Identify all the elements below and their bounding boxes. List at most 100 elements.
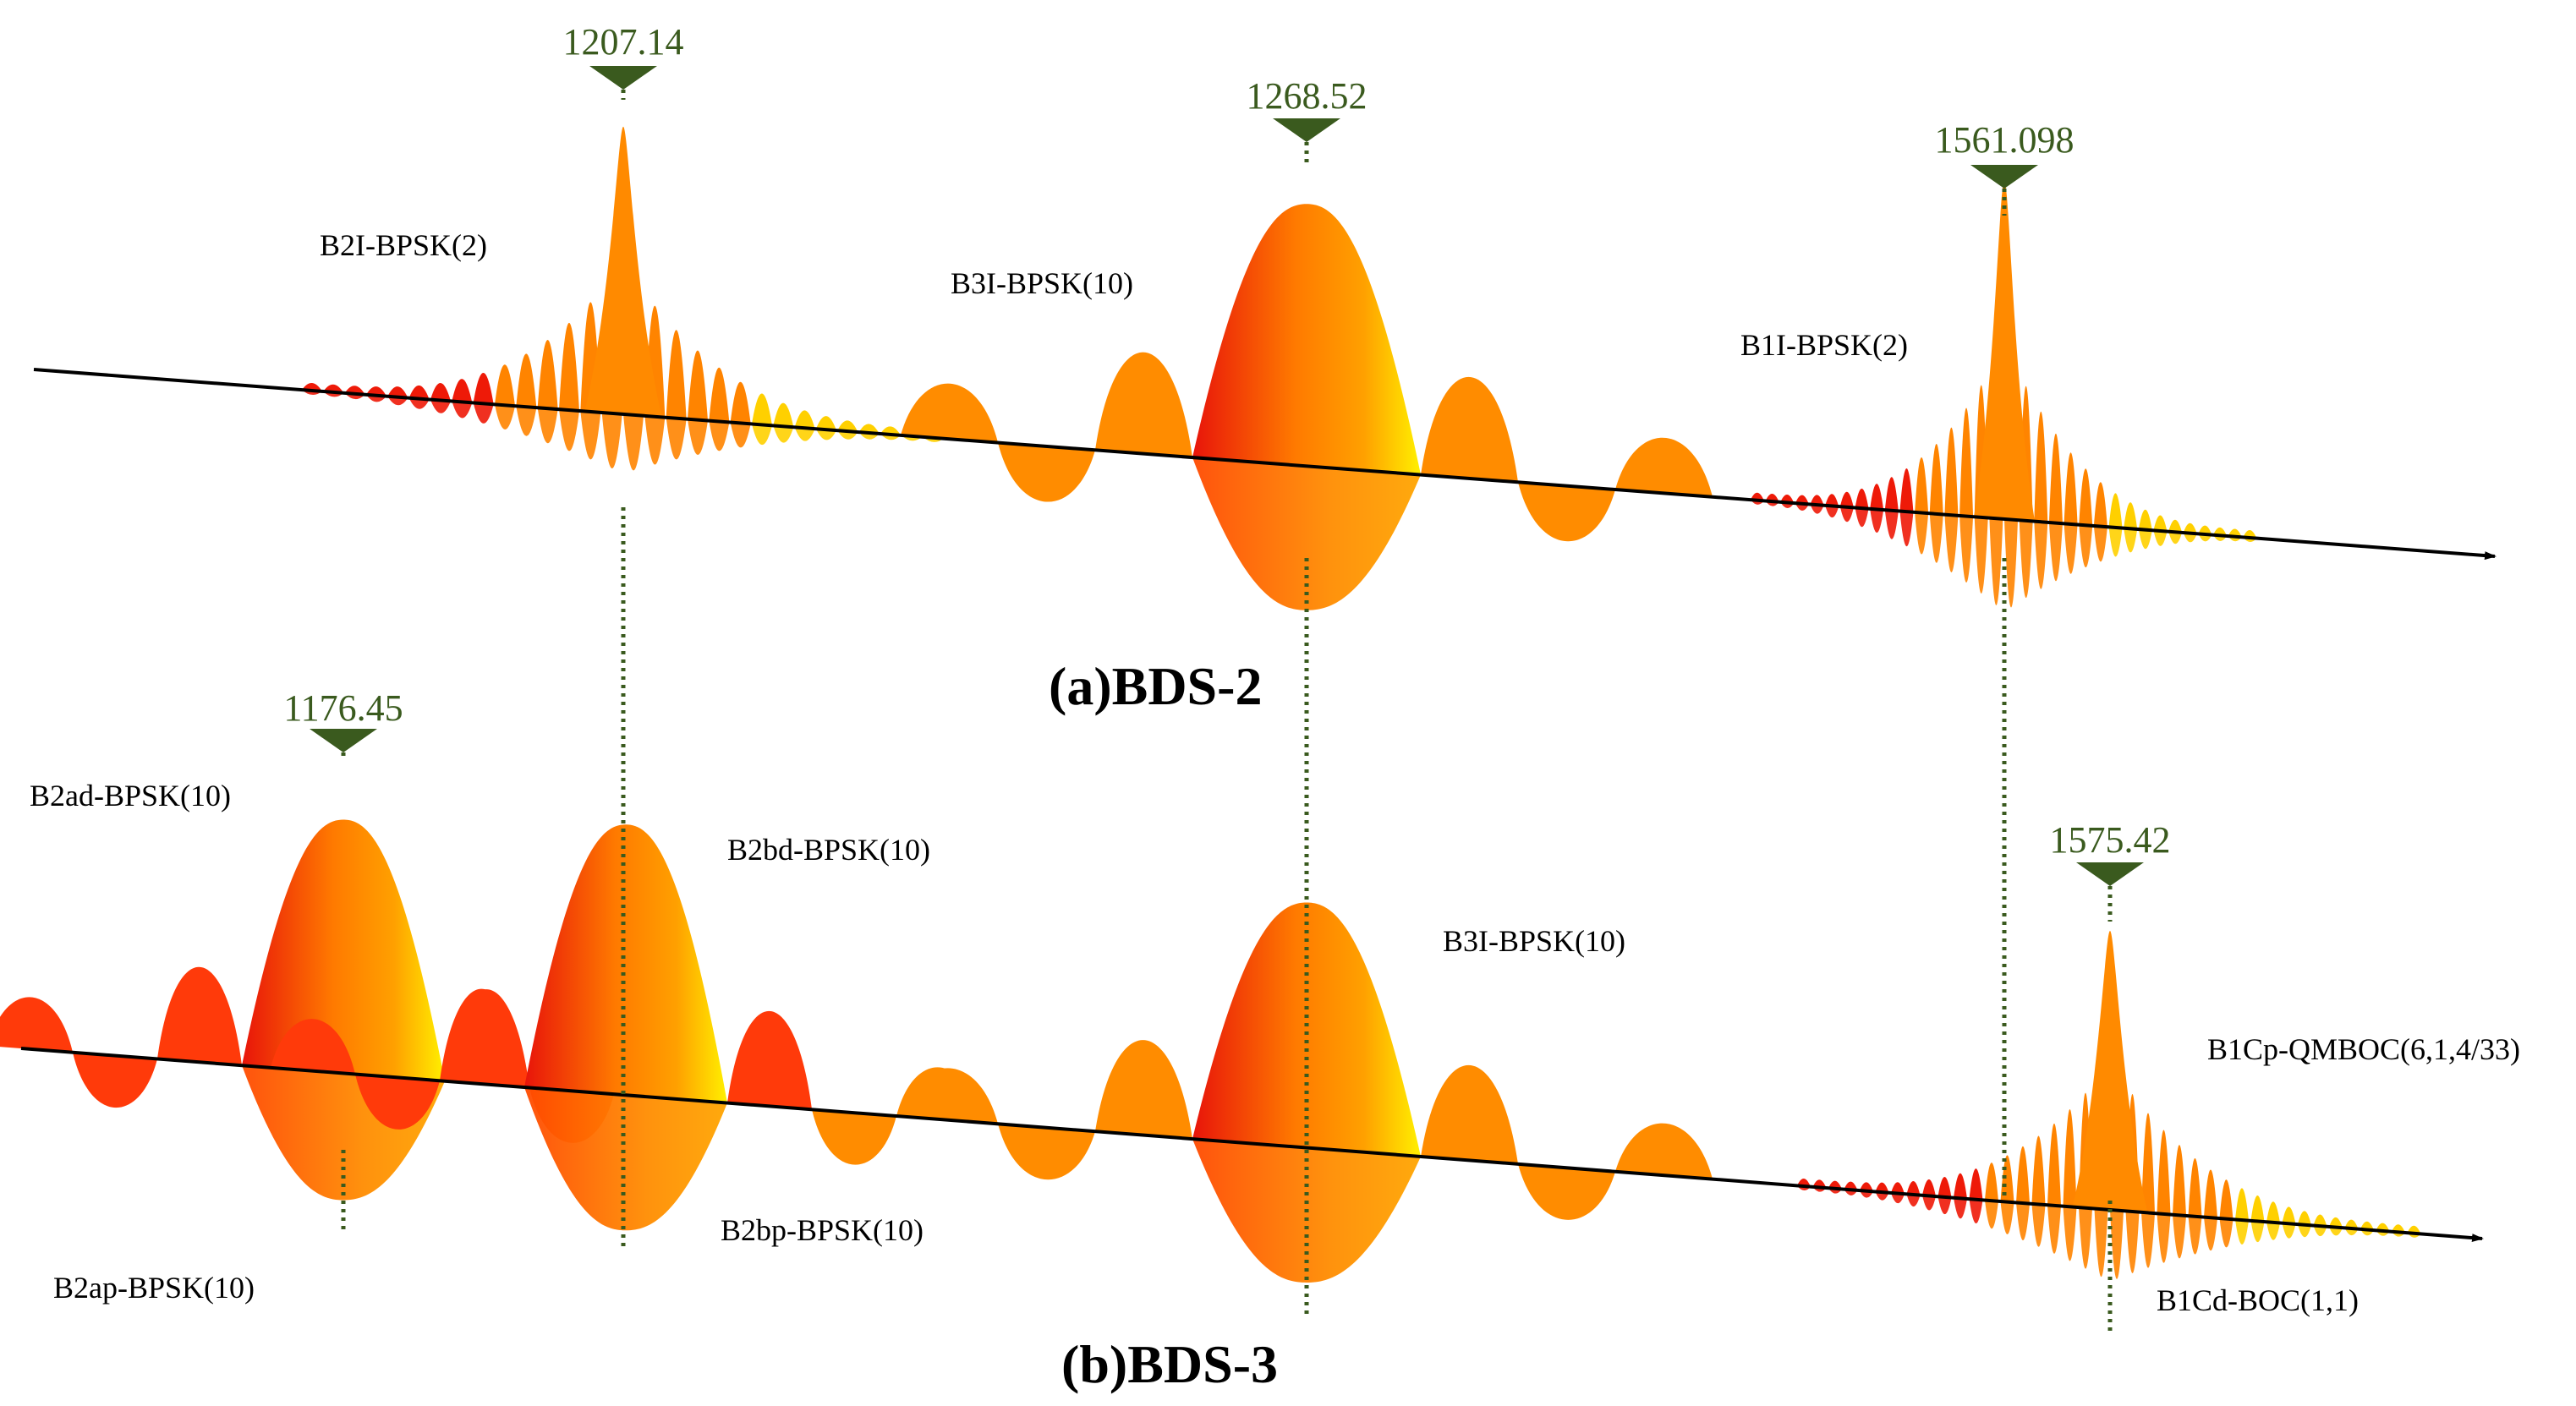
panel-bds3	[0, 819, 2484, 1283]
caption-bds3: (b)BDS-3	[1061, 1334, 1278, 1394]
b1c-comb-tooth	[2298, 1211, 2311, 1226]
b1i-comb-tooth	[2079, 468, 2093, 526]
alignment-guides	[341, 507, 2113, 1336]
b1i-peak	[1974, 180, 2035, 522]
b1i-comb-tooth	[2138, 509, 2152, 531]
frequency-axis-a	[33, 368, 2497, 561]
b1i-comb-tooth	[2093, 482, 2107, 528]
b1c-comb-tooth-reflection	[2125, 1211, 2140, 1273]
b1c-comb-tooth	[1937, 1176, 1952, 1198]
b1i-comb-tooth	[1915, 457, 1929, 514]
b1i-comb-tooth-reflection	[2004, 518, 2018, 608]
b1c-comb-tooth-reflection	[1937, 1196, 1952, 1215]
b2i-comb-tooth-reflection	[559, 409, 579, 451]
b1i-comb-tooth	[2048, 433, 2063, 524]
b1i-comb-tooth	[1944, 427, 1959, 516]
b3i-a-main-lobe-reflection	[1192, 457, 1421, 610]
frequency-marker-triangle	[1273, 118, 1340, 142]
b1i-comb-tooth-reflection	[2153, 530, 2168, 546]
b1c-comb-tooth-reflection	[2219, 1217, 2233, 1248]
b1i-comb-tooth-reflection	[1974, 517, 1988, 594]
b1c-comb-tooth	[2282, 1206, 2296, 1224]
b2i-comb-tooth-reflection	[623, 413, 644, 471]
b2i-comb-tooth-reflection	[516, 406, 537, 436]
label-b3i-bds2: B3I-BPSK(10)	[951, 266, 1133, 300]
b2i-comb-tooth	[816, 416, 836, 431]
b1c-comb-tooth	[2016, 1146, 2030, 1204]
b1c-comb-tooth	[2329, 1217, 2343, 1228]
frequency-markers	[310, 66, 2144, 922]
b3i-a-side-lobe	[998, 442, 1095, 502]
b3i-b-side-lobe	[998, 1124, 1095, 1180]
b1i-comb-tooth-reflection	[2019, 520, 2033, 599]
frequency-marker-triangle	[1970, 165, 2038, 189]
b1i-comb-tooth	[2183, 522, 2197, 534]
label-b2ad: B2ad-BPSK(10)	[30, 779, 231, 812]
b2i-comb-tooth-reflection	[601, 413, 622, 469]
label-b3i-bds3: B3I-BPSK(10)	[1443, 924, 1625, 958]
b1c-comb-tooth	[2219, 1179, 2233, 1220]
b1i-comb-tooth-reflection	[1915, 512, 1929, 555]
b1i-comb-tooth-reflection	[1855, 507, 1869, 528]
b1c-comb-tooth	[1891, 1182, 1905, 1195]
b1c-comb-tooth-reflection	[2047, 1205, 2061, 1254]
b3i-a-side-lobe	[1421, 376, 1518, 483]
b2i-comb-tooth	[709, 367, 730, 423]
b1c-comb-tooth-reflection	[1954, 1197, 1967, 1219]
b1i-comb-tooth-reflection	[2138, 529, 2152, 550]
b3i-b-side-lobe	[1518, 1163, 1615, 1220]
b1c-comb-tooth	[2188, 1157, 2202, 1217]
b2b-side-lobe	[812, 1109, 896, 1165]
b1i-comb-tooth	[2064, 452, 2078, 525]
b2i-comb-tooth-reflection	[430, 399, 451, 413]
spectrum-b1i	[1751, 180, 2257, 608]
label-b2i: B2I-BPSK(2)	[320, 228, 487, 262]
b1c-comb-tooth-reflection	[2031, 1203, 2046, 1247]
b2i-comb-tooth-reflection	[752, 424, 772, 446]
b2a-side-lobe	[73, 1052, 157, 1108]
b3i-a-side-lobe	[1615, 437, 1713, 497]
b1c-comb-tooth-reflection	[2298, 1224, 2311, 1238]
frequency-marker-triangle	[310, 729, 377, 752]
b2i-comb-tooth-reflection	[452, 401, 473, 419]
b1c-comb-tooth	[2047, 1123, 2061, 1206]
b2i-comb-tooth-reflection	[666, 417, 687, 460]
b2i-comb-tooth	[666, 330, 687, 419]
b1i-comb-tooth-reflection	[2124, 528, 2138, 553]
b1c-comb-tooth	[2266, 1201, 2280, 1223]
label-b2bp: B2bp-BPSK(10)	[721, 1213, 924, 1247]
b1c-comb-tooth	[1985, 1163, 1998, 1201]
b2i-comb-tooth-reflection	[644, 415, 666, 465]
spectrum-b1c	[1797, 930, 2421, 1279]
b1i-comb-tooth	[2124, 502, 2138, 529]
b2a-side-lobe	[157, 966, 242, 1066]
b1i-comb-tooth-reflection	[1959, 515, 1974, 583]
b2i-comb-tooth	[495, 364, 515, 407]
b2i-comb-tooth-reflection	[580, 411, 601, 460]
b1c-comb-tooth-reflection	[2063, 1206, 2077, 1261]
b1c-comb-tooth-reflection	[2157, 1213, 2171, 1263]
label-b2ap: B2ap-BPSK(10)	[53, 1271, 255, 1305]
b2i-comb-tooth	[537, 340, 558, 410]
b1i-comb-tooth	[1899, 468, 1914, 512]
b2i-comb-tooth	[794, 410, 815, 429]
b1c-comb-tooth-reflection	[2188, 1216, 2202, 1255]
b2i-comb-tooth	[730, 381, 751, 424]
b2i-comb-tooth-reflection	[537, 408, 558, 444]
b2i-comb-tooth	[452, 379, 473, 403]
b1i-comb-tooth	[1959, 408, 1974, 517]
b2b-side-lobe	[440, 988, 524, 1088]
b2b-side-lobe	[271, 1019, 355, 1075]
frequency-marker-triangle	[589, 66, 657, 90]
b2i-comb-tooth-reflection	[730, 422, 751, 448]
b1c-comb-tooth-reflection	[2000, 1201, 2014, 1234]
b1c-comb-tooth	[1954, 1173, 1967, 1199]
b2i-comb-tooth	[773, 402, 794, 428]
b3i-a-side-lobe	[901, 383, 998, 443]
b2b-main-lobe	[524, 824, 727, 1103]
b1c-comb-tooth-reflection	[2079, 1207, 2092, 1269]
label-b2bd: B2bd-BPSK(10)	[727, 833, 930, 867]
label-b1i: B1I-BPSK(2)	[1740, 328, 1908, 362]
b2a-main-lobe	[242, 819, 445, 1081]
b1c-comb-tooth	[1969, 1168, 1983, 1201]
